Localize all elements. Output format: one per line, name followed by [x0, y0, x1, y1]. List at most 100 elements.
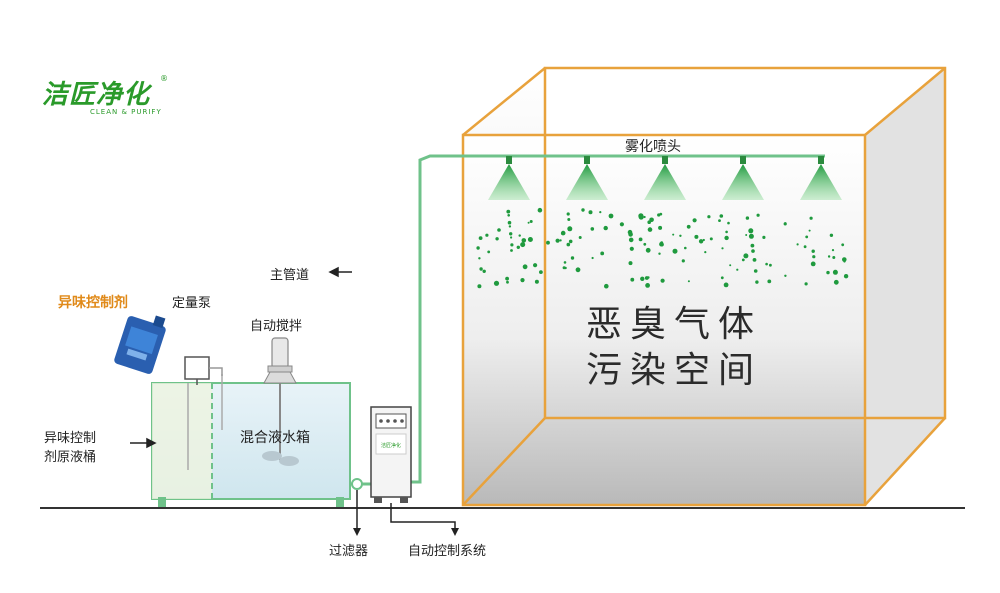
- mist-droplet: [831, 249, 835, 252]
- mist-droplet: [516, 245, 520, 249]
- stirrer-label: 自动搅拌: [250, 319, 303, 334]
- mist-droplet: [841, 243, 845, 247]
- mist-droplet: [628, 237, 634, 243]
- mist-droplet: [724, 235, 729, 241]
- mist-droplet: [510, 243, 514, 247]
- space-label-line2: 污染空间: [586, 350, 763, 391]
- mist-droplet: [692, 218, 697, 223]
- mist-droplet: [608, 213, 614, 219]
- mist-droplet: [578, 236, 582, 239]
- mist-droplet: [520, 278, 525, 283]
- nozzle-4: [722, 156, 764, 200]
- mist-droplet: [702, 238, 705, 242]
- mist-droplet: [643, 215, 646, 219]
- mist-droplet: [647, 227, 653, 232]
- mist-droplet: [600, 251, 605, 256]
- mist-droplet: [686, 224, 691, 229]
- mist-droplet: [769, 263, 772, 267]
- mist-droplet: [750, 243, 755, 248]
- mist-droplet: [698, 239, 704, 244]
- stirrer-blade: [262, 451, 299, 466]
- nozzle-label: 雾化喷头: [625, 139, 681, 155]
- mist-droplet: [497, 228, 501, 232]
- mist-droplet: [767, 279, 772, 284]
- mist-droplet: [681, 259, 685, 263]
- mist-droplet: [729, 264, 732, 267]
- mist-droplet: [568, 239, 573, 244]
- mist-droplet: [643, 242, 647, 246]
- mist-droplet: [687, 280, 690, 283]
- mist-droplet: [510, 236, 513, 239]
- main-pipe-label: 主管道: [270, 268, 310, 283]
- mist-droplet: [599, 211, 602, 214]
- mist-droplet: [827, 255, 831, 258]
- mist-droplet: [745, 234, 748, 236]
- mist-droplet: [660, 242, 664, 247]
- mist-droplet: [753, 269, 758, 273]
- mist-droplet: [810, 261, 816, 267]
- mist-droplet: [748, 228, 754, 234]
- mist-droplet: [628, 261, 633, 266]
- nozzle-1: [488, 156, 530, 200]
- mist-droplet: [672, 233, 675, 236]
- mist-droplet: [755, 280, 759, 284]
- stirrer-motor: [263, 337, 297, 384]
- mist-droplet: [718, 219, 721, 223]
- mist-droplet: [575, 267, 581, 273]
- mist-droplet: [707, 215, 711, 219]
- mist-droplet: [546, 240, 550, 245]
- control-cabinet: [370, 406, 459, 536]
- nozzle-group: [488, 156, 842, 200]
- mist-droplet: [539, 270, 543, 274]
- filter-label: 过滤器: [329, 544, 369, 559]
- mist-droplet: [709, 237, 713, 241]
- main-pipe-arrow: [328, 266, 352, 278]
- mist-droplet: [478, 236, 483, 241]
- mist-droplet: [495, 237, 499, 241]
- logo-text-cn: 洁匠净化: [42, 80, 151, 110]
- mist-droplet: [832, 256, 836, 259]
- mist-droplet: [723, 282, 729, 288]
- mist-droplet: [784, 274, 787, 277]
- mist-droplet: [520, 242, 526, 248]
- mist-droplet: [811, 249, 815, 253]
- mist-droplet: [521, 238, 527, 243]
- mist-droplet: [719, 214, 724, 218]
- mist-droplet: [736, 268, 739, 271]
- mist-droplet: [507, 214, 511, 217]
- mist-droplet: [581, 208, 585, 212]
- mix-tank-label: 混合液水箱: [240, 430, 310, 446]
- mist-droplet: [630, 277, 635, 282]
- mist-droplet: [566, 242, 571, 247]
- mist-droplet: [559, 239, 562, 242]
- mist-droplet: [647, 276, 650, 279]
- raw-tank-label-line2: 剂原液桶: [44, 450, 97, 465]
- mist-droplet: [479, 267, 483, 271]
- mist-droplet: [487, 250, 491, 254]
- mist-droplet: [741, 258, 745, 262]
- mist-droplet: [745, 216, 750, 220]
- mist-droplet: [842, 257, 847, 262]
- mist-droplet: [684, 246, 687, 250]
- mist-droplet: [812, 255, 816, 259]
- mist-droplet: [743, 253, 749, 259]
- mist-droplet: [478, 257, 481, 260]
- mist-droplet: [725, 230, 728, 234]
- mist-droplet: [640, 276, 645, 281]
- mist-droplet: [567, 226, 573, 232]
- mist-droplet: [721, 247, 724, 250]
- mist-droplet: [751, 249, 755, 253]
- mist-droplet: [832, 269, 838, 275]
- mist-droplet: [658, 252, 661, 255]
- mist-droplet: [829, 233, 834, 237]
- mist-droplet: [508, 225, 512, 228]
- mist-droplet: [563, 261, 567, 264]
- mist-droplet: [476, 246, 480, 250]
- mist-droplet: [527, 237, 533, 242]
- metering-pump: [184, 356, 223, 385]
- mist-droplet: [645, 247, 651, 253]
- nozzle-3: [644, 156, 686, 200]
- nozzle-5: [800, 156, 842, 200]
- mist-droplet: [762, 235, 766, 239]
- mist-droplet: [493, 280, 500, 286]
